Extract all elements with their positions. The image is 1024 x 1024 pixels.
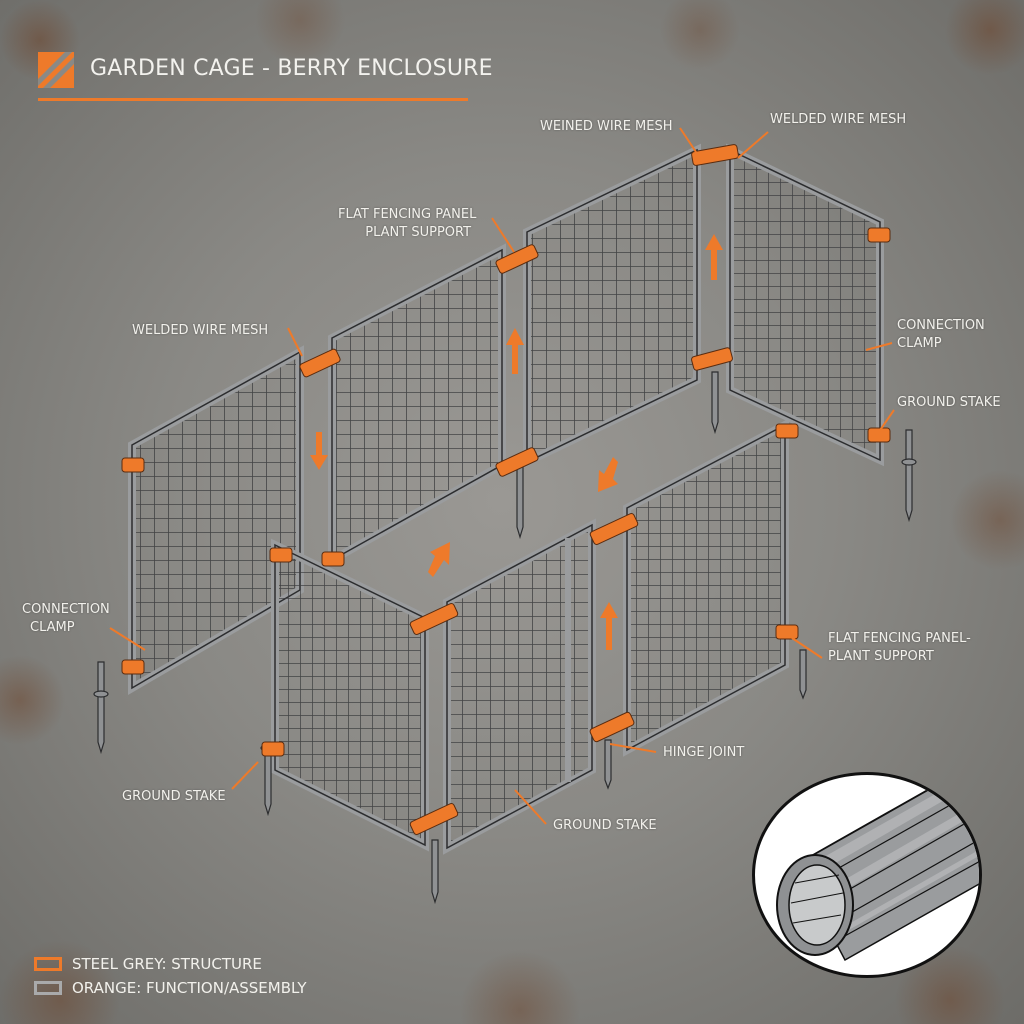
leader-lines bbox=[109, 127, 895, 825]
striped-logo-icon bbox=[38, 52, 74, 88]
legend-row-steel: STEEL GREY: STRUCTURE bbox=[34, 952, 307, 976]
assembly-arrows bbox=[310, 234, 723, 650]
panel-front-left bbox=[271, 538, 429, 852]
label-hinge-joint: HINGE JOINT bbox=[663, 745, 745, 760]
label-connection-clamp-left: CONNECTION CLAMP bbox=[22, 602, 110, 635]
panel-front-right bbox=[623, 418, 789, 757]
label-welded-wire-mesh-top: WELDED WIRE MESH bbox=[770, 112, 907, 127]
tube-detail-inset bbox=[752, 772, 982, 978]
legend: STEEL GREY: STRUCTURE ORANGE: FUNCTION/A… bbox=[34, 952, 307, 1000]
legend-swatch-grey-outline bbox=[34, 981, 62, 995]
arrow-up-icon bbox=[705, 234, 723, 280]
panel-front-gate bbox=[443, 518, 596, 855]
page-title: GARDEN CAGE - BERRY ENCLOSURE bbox=[90, 56, 493, 81]
panel-right-side bbox=[726, 143, 884, 467]
ground-stakes bbox=[93, 371, 917, 905]
arrow-down-left-icon bbox=[598, 457, 618, 492]
arrow-up-right-icon bbox=[428, 542, 450, 577]
connection-clamps bbox=[121, 144, 891, 836]
label-flat-fencing-panel-right: FLAT FENCING PANEL- PLANT SUPPORT bbox=[828, 631, 971, 664]
panel-back-right bbox=[523, 143, 701, 469]
title-underline bbox=[38, 98, 468, 101]
arrow-down-icon bbox=[310, 432, 328, 470]
label-ground-stake-bottom: GROUND STAKE bbox=[553, 818, 657, 833]
label-welded-wire-mesh-left: WELDED WIRE MESH bbox=[132, 323, 269, 338]
panel-back-middle bbox=[328, 243, 506, 567]
label-connection-clamp-right: CONNECTION CLAMP bbox=[897, 318, 985, 351]
label-weined-wire-mesh: WEINED WIRE MESH bbox=[540, 119, 673, 134]
label-ground-stake-left: GROUND STAKE bbox=[122, 789, 226, 804]
label-ground-stake-right: GROUND STAKE bbox=[897, 395, 1001, 410]
fluted-tube-icon bbox=[776, 775, 979, 962]
arrow-up-icon bbox=[600, 602, 618, 650]
arrow-up-icon bbox=[506, 328, 524, 374]
legend-swatch-orange-outline bbox=[34, 957, 62, 971]
legend-row-orange: ORANGE: FUNCTION/ASSEMBLY bbox=[34, 976, 307, 1000]
label-flat-fencing-panel-top: FLAT FENCING PANEL PLANT SUPPORT bbox=[338, 207, 477, 240]
